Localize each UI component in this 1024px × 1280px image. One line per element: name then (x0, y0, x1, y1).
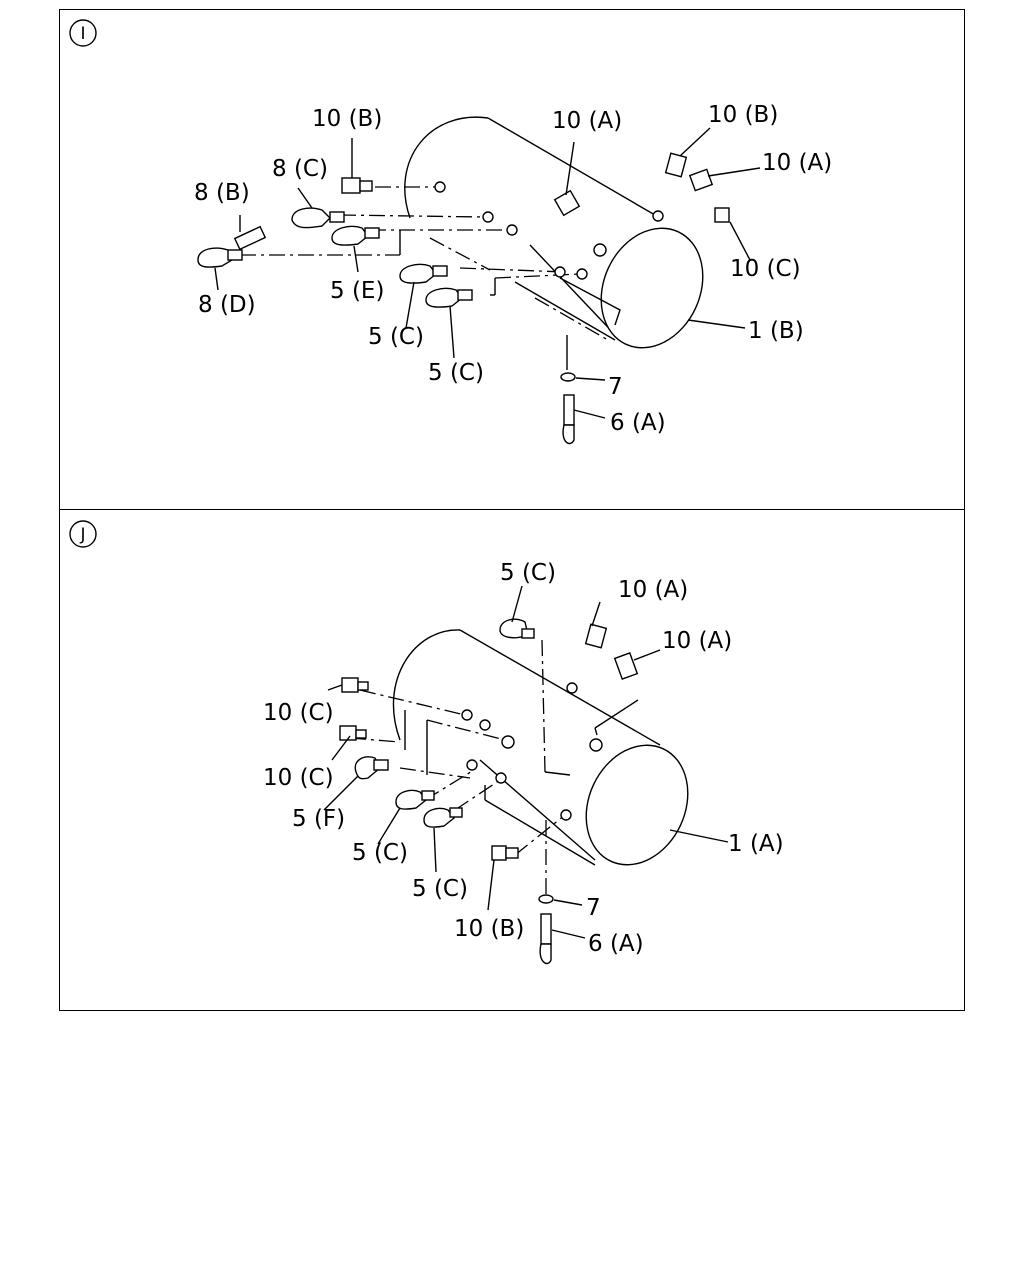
panel-j-badge: J (69, 520, 97, 548)
fitting-5c-upper (399, 263, 566, 284)
fitting-10b-left (341, 177, 446, 194)
fitting-5f (354, 756, 478, 780)
label-10b-right: 10 (B) (708, 102, 778, 128)
panel-j: J (59, 509, 965, 1011)
label-8d: 8 (D) (198, 292, 256, 318)
fitting-10c-upper (341, 677, 515, 749)
panel-j-diagram: J (69, 520, 784, 965)
label-8b: 8 (B) (194, 180, 250, 206)
washer-7 (538, 894, 554, 904)
label-5c-mid: 5 (C) (352, 840, 408, 866)
fitting-10a-center (553, 189, 607, 257)
label-10a-center: 10 (A) (552, 108, 622, 134)
leader-lines (349, 639, 639, 895)
label-5c-lower: 5 (C) (428, 360, 484, 386)
label-1b: 1 (B) (748, 318, 804, 344)
leader-lines (240, 186, 609, 370)
fitting-8c (291, 207, 494, 229)
tank-1a (392, 629, 689, 866)
label-6a: 6 (A) (588, 931, 644, 957)
label-7: 7 (608, 374, 623, 400)
tank-1b (404, 116, 704, 349)
label-leaders (323, 585, 729, 939)
fitting-10c-lower (339, 725, 367, 741)
fitting-8d (197, 247, 243, 268)
label-5c-upper: 5 (C) (368, 324, 424, 350)
fitting-10a-right (589, 652, 639, 752)
fitting-5c-top (499, 618, 535, 639)
label-10b-left: 10 (B) (312, 106, 382, 132)
fitting-5c-lower (425, 268, 588, 308)
label-5f: 5 (F) (292, 806, 345, 832)
label-10a-right: 10 (A) (662, 628, 732, 654)
fitting-5c-low (423, 807, 572, 828)
fitting-10a-top (566, 623, 608, 694)
fitting-10a-right (688, 168, 714, 192)
fitting-10b-bottom (491, 845, 519, 861)
fitting-10c-right (714, 207, 730, 223)
panel-i: I (59, 9, 965, 511)
label-7: 7 (586, 895, 601, 921)
label-10c-upper: 10 (C) (263, 700, 334, 726)
label-5c-low: 5 (C) (412, 876, 468, 902)
fitting-8b (233, 225, 267, 251)
drain-valve-6a (539, 913, 552, 965)
label-5c-top: 5 (C) (500, 560, 556, 586)
label-1a: 1 (A) (728, 831, 784, 857)
label-5e: 5 (E) (330, 278, 384, 304)
fitting-5e (331, 224, 518, 246)
svg-text:I: I (80, 24, 85, 44)
label-6a: 6 (A) (610, 410, 666, 436)
svg-text:J: J (79, 525, 85, 545)
fitting-5c-mid (395, 772, 507, 810)
panel-i-badge: I (69, 19, 97, 47)
label-8c: 8 (C) (272, 156, 328, 182)
label-10c-lower: 10 (C) (263, 765, 334, 791)
label-10b-bottom: 10 (B) (454, 916, 524, 942)
washer-7 (560, 372, 576, 382)
label-leaders (214, 127, 761, 419)
drain-valve-6a (562, 394, 575, 445)
label-10a-right: 10 (A) (762, 150, 832, 176)
panel-i-diagram: I (69, 19, 832, 445)
fitting-10b-right (652, 152, 688, 222)
label-10a-top: 10 (A) (618, 577, 688, 603)
label-10c-right: 10 (C) (730, 256, 801, 282)
